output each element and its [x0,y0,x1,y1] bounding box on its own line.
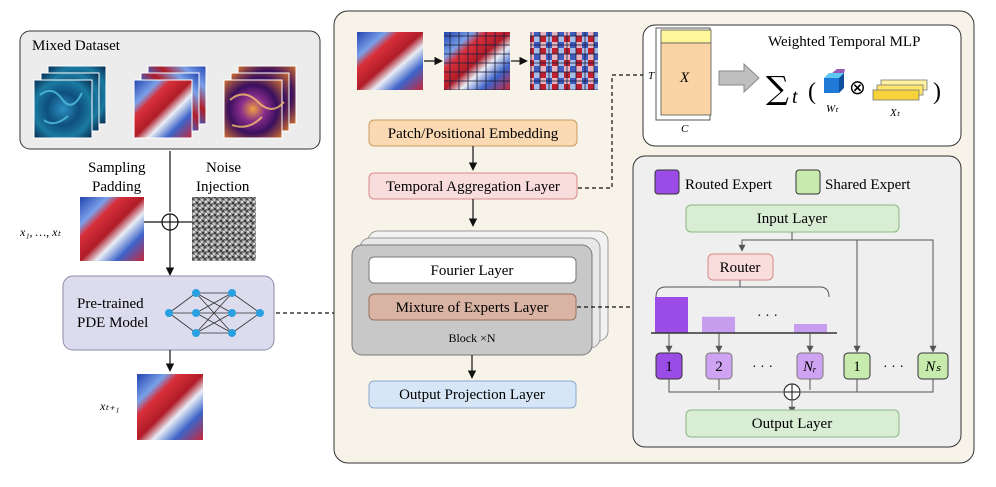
open-paren: ( [808,79,816,105]
input-variable-label: x₁, …, xₜ [19,225,61,239]
router-ellipsis: · · · [757,309,778,324]
noise-image [192,197,256,261]
temporal-mlp-panel [642,24,962,147]
model-label-line1: Pre-trained [77,296,144,312]
shared-experts-ellipsis: · · · [883,360,904,375]
shared-expert-legend: Shared Expert [825,177,911,193]
moe-layer-box [368,293,577,321]
model-label-line2: PDE Model [77,315,148,331]
padding-label: Padding [92,179,142,195]
fourier-layer-box [368,256,577,284]
shared-expert-ns-label: Nₛ [924,359,941,375]
transform-arrow [718,62,760,94]
predicted-output-image [137,374,203,440]
shuffled-patches-image [530,32,598,90]
temporal-mlp-title: Weighted Temporal MLP [768,34,920,50]
x-matrix [660,42,712,116]
routed-expert-2-label: 2 [715,359,723,375]
output-projection-box [368,380,577,409]
weight-label: Wₜ [826,103,839,115]
routed-expert-nr-label: Nᵣ [802,359,817,375]
router-gate-bar [794,324,827,333]
vortex-dataset-image [223,65,297,139]
sampled-input-image [80,197,144,261]
output-layer-label: Output Layer [752,416,832,432]
fourier-layer-label: Fourier Layer [431,263,514,279]
routed-experts-ellipsis: · · · [752,360,773,375]
weight-cube-icon [824,69,845,93]
router-gate-bars [655,297,827,333]
routed-expert-legend: Routed Expert [685,177,773,193]
flow-dataset-image [133,65,207,139]
router-gate-bar [702,316,735,333]
otimes-symbol: ⊗ [849,75,866,99]
sum-symbol: ∑ [766,69,789,107]
c-axis-label: C [681,123,689,135]
moe-layer-label: Mixture of Experts Layer [396,300,549,316]
mixed-dataset-title: Mixed Dataset [32,38,121,54]
temporal-aggregation-label: Temporal Aggregation Layer [386,179,560,195]
close-paren: ) [933,79,941,105]
noise-label: Noise [206,160,241,176]
raw-field-image [357,32,423,90]
patch-embedding-label: Patch/Positional Embedding [388,126,559,142]
shared-expert-1-label: 1 [853,359,861,375]
xt-slices-icon [872,79,928,101]
t-axis-label: T [648,70,655,82]
shared-expert-legend-swatch [795,169,821,195]
block-count-label: Block ×N [448,331,495,345]
sampling-label: Sampling [88,160,146,176]
router-gate-bar [655,297,688,333]
routed-expert-legend-swatch [654,169,680,195]
input-layer-label: Input Layer [757,211,827,227]
router-label: Router [720,260,761,276]
turbulence-dataset-image [33,65,107,139]
x-top-band [660,29,712,44]
x-matrix-label: X [679,70,690,86]
xt-label: Xₜ [889,107,901,119]
output-layer-box [685,409,900,438]
injection-label: Injection [196,179,250,195]
neural-network-icon [168,292,261,334]
sum-subscript: t [792,86,798,108]
patched-field-image [444,32,510,90]
routed-expert-1-label: 1 [665,359,673,375]
output-projection-label: Output Projection Layer [399,387,545,403]
output-variable-label: xₜ₊₁ [99,399,119,413]
